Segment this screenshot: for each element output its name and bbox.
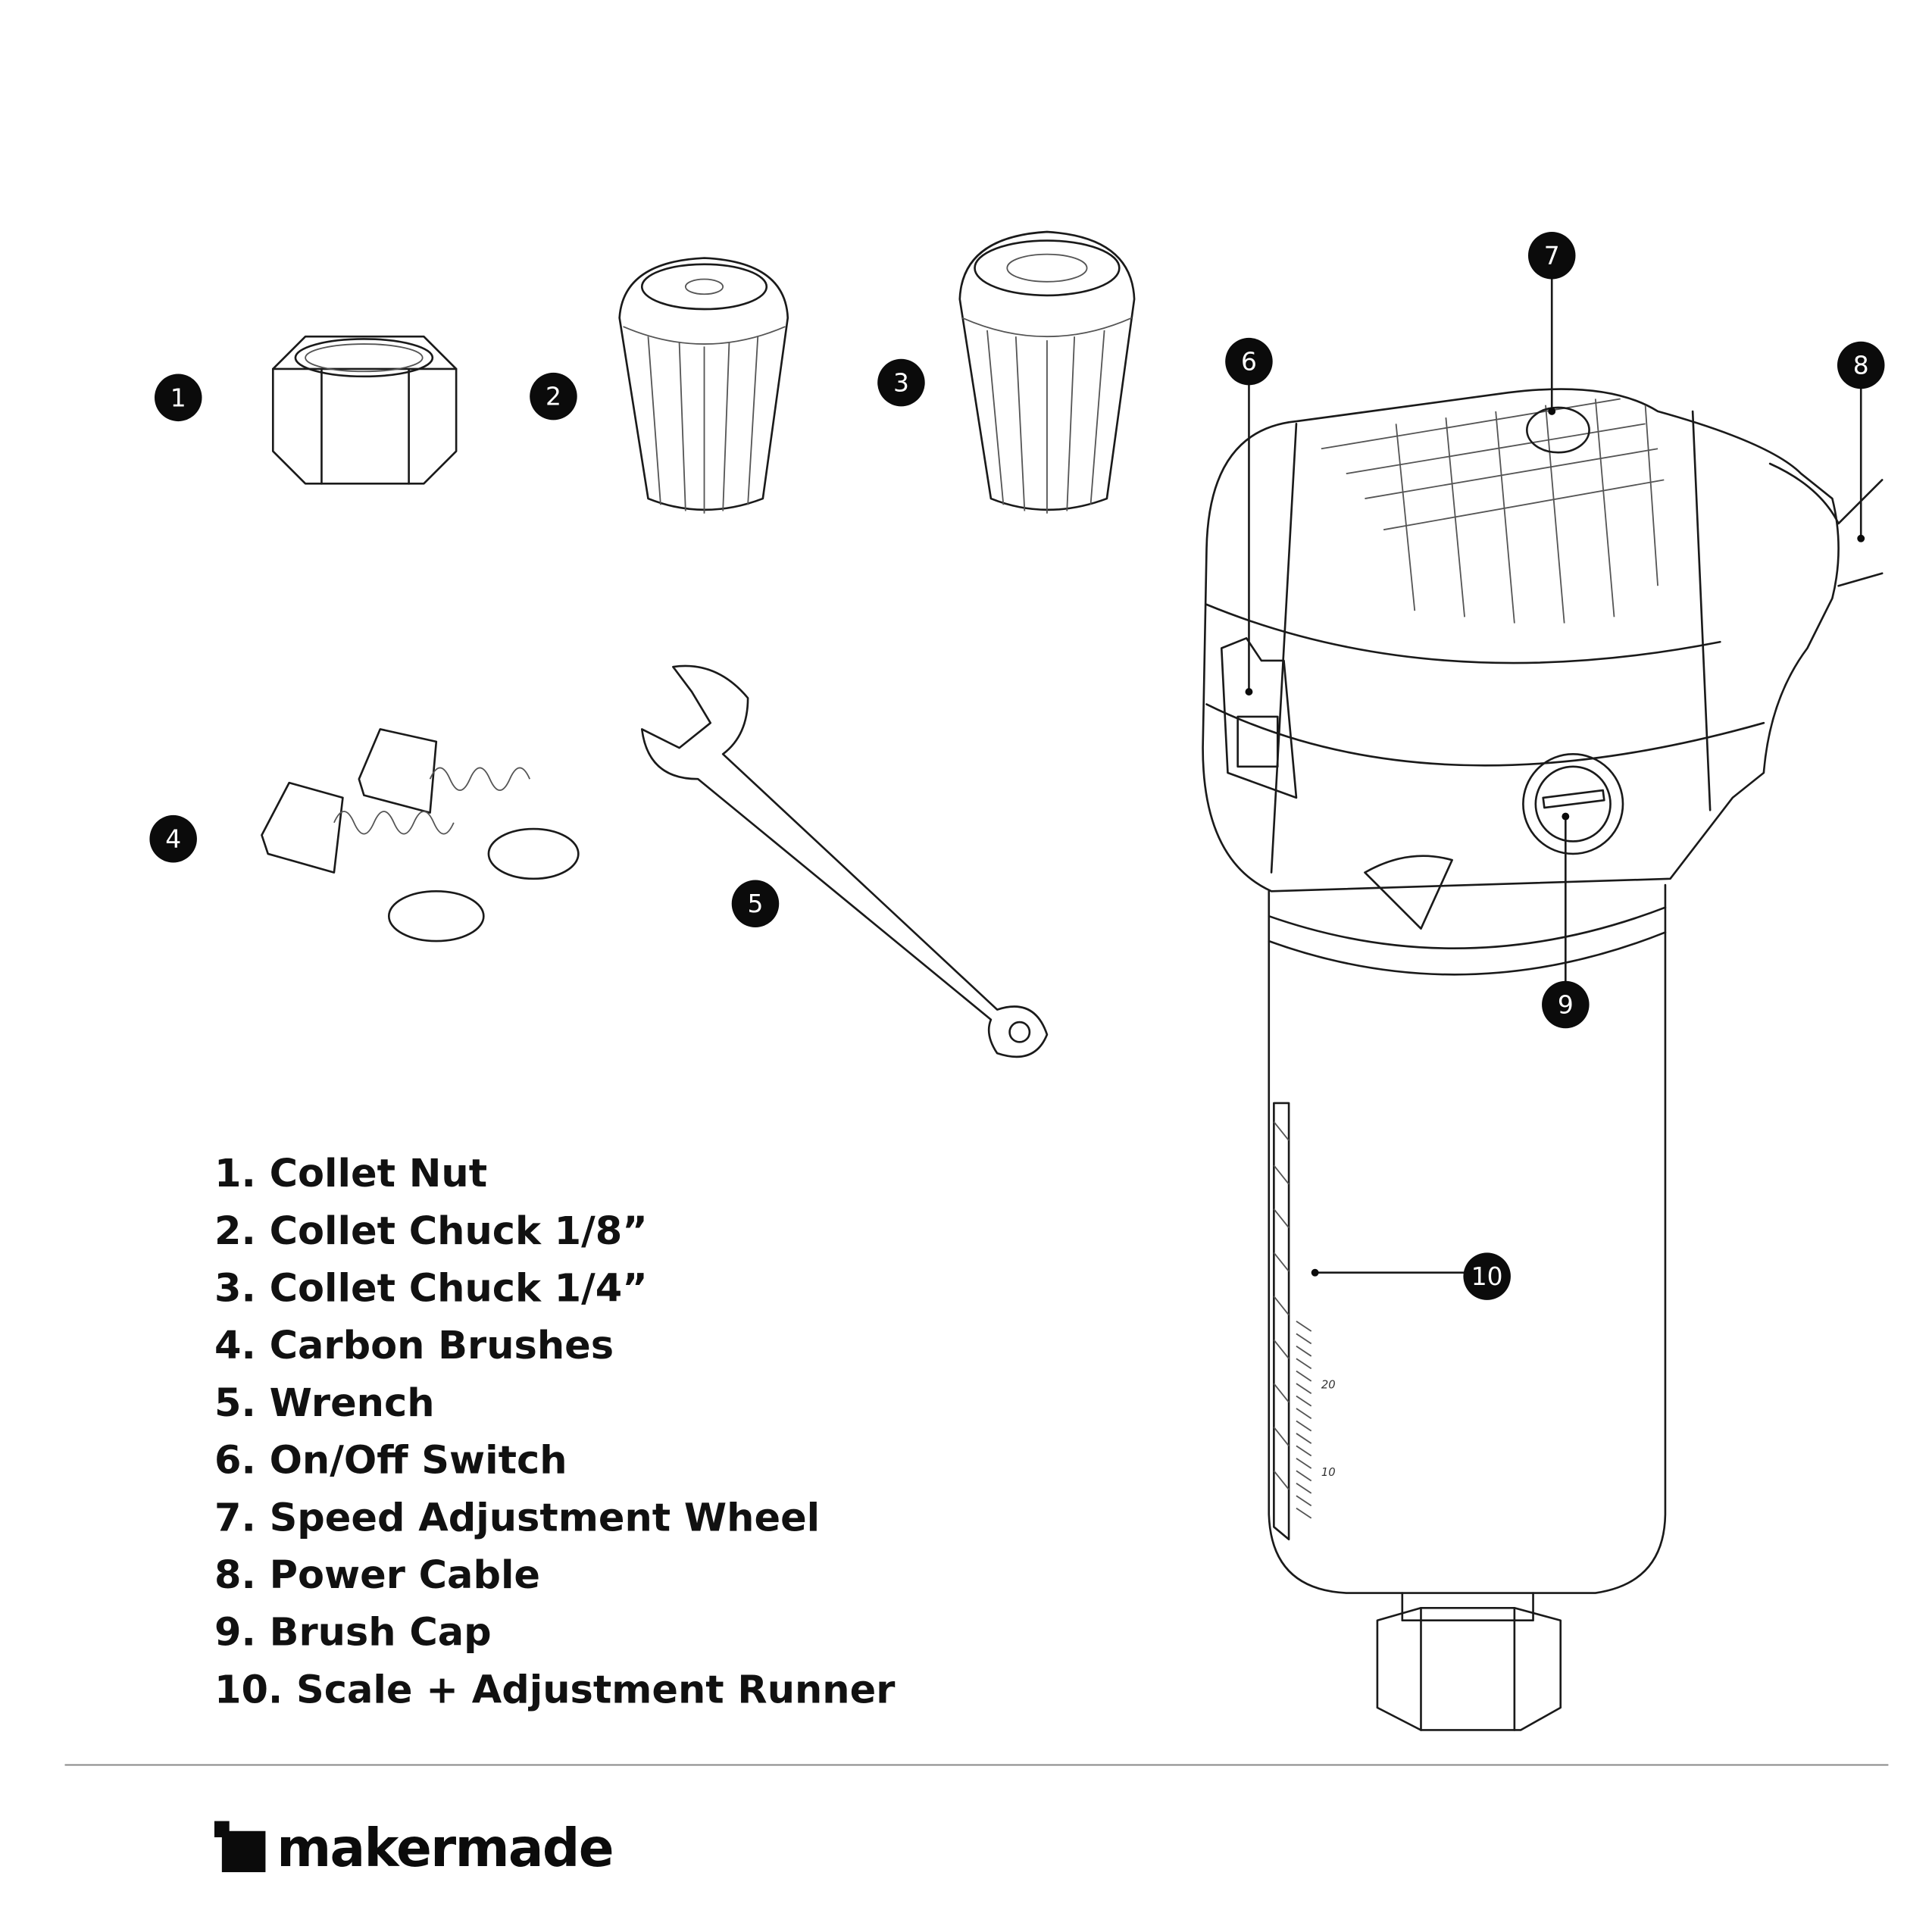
svg-text:1: 1: [170, 383, 186, 412]
callout-5: 5: [731, 880, 780, 927]
parts-list-item: 10. Scale + Adjustment Runner: [214, 1668, 895, 1712]
parts-list: 1. Collet Nut 2. Collet Chuck 1/8” 3. Co…: [214, 1152, 895, 1712]
callout-4: 4: [149, 814, 197, 863]
parts-list-item: 4. Carbon Brushes: [214, 1324, 614, 1368]
svg-text:5: 5: [747, 889, 763, 918]
callout-2: 2: [530, 372, 577, 420]
callout-8: 8: [1837, 341, 1885, 389]
svg-text:10: 10: [1471, 1261, 1503, 1291]
collet-chuck-small-drawing: [618, 257, 789, 514]
logo-mark-large-square: [221, 1830, 266, 1873]
wrench-drawing: [640, 664, 1049, 1058]
parts-list-item: 9. Brush Cap: [214, 1611, 492, 1655]
collet-nut-drawing: [271, 335, 458, 485]
parts-list-item: 2. Collet Chuck 1/8”: [214, 1209, 648, 1254]
svg-text:4: 4: [165, 824, 181, 854]
svg-text:8: 8: [1853, 351, 1869, 380]
parts-list-item: 1. Collet Nut: [214, 1152, 487, 1196]
parts-list-item: 8. Power Cable: [214, 1553, 540, 1598]
parts-list-item: 3. Collet Chuck 1/4”: [214, 1267, 648, 1311]
scale-label-10: 10: [1321, 1466, 1336, 1479]
svg-text:2: 2: [546, 382, 561, 411]
parts-list-item: 5. Wrench: [214, 1381, 435, 1426]
callout-1: 1: [155, 374, 202, 422]
parts-list-item: 7. Speed Adjustment Wheel: [214, 1496, 820, 1540]
collet-chuck-large-drawing: [958, 230, 1136, 514]
callout-9: 9: [1542, 980, 1590, 1029]
callout-3: 3: [877, 358, 925, 407]
brand-logo: makermade: [214, 1818, 614, 1879]
svg-text:9: 9: [1558, 990, 1574, 1020]
scale-label-20: 20: [1321, 1379, 1336, 1392]
router-drawing: 20 10: [1202, 388, 1884, 1731]
svg-text:7: 7: [1544, 241, 1560, 270]
svg-text:3: 3: [893, 368, 909, 398]
leader-lines: [1245, 278, 1865, 1277]
svg-text:6: 6: [1241, 347, 1257, 377]
callout-6: 6: [1225, 337, 1273, 386]
callout-7: 7: [1527, 232, 1576, 280]
callout-10: 10: [1463, 1252, 1511, 1300]
carbon-brushes-drawing: [261, 728, 580, 943]
parts-list-item: 6. On/Off Switch: [214, 1439, 567, 1483]
brand-name: makermade: [277, 1818, 613, 1879]
